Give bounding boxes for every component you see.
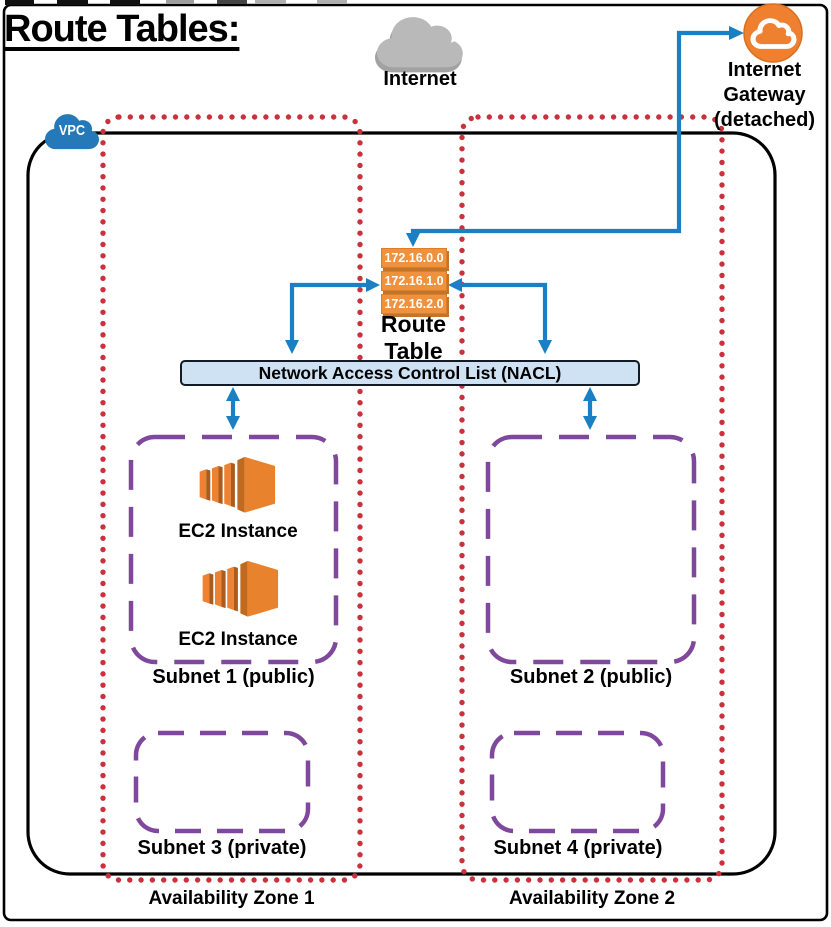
- internet-cloud-icon: [375, 17, 463, 73]
- arrow-nacl-subnet2: [583, 387, 597, 430]
- nacl-bar: Network Access Control List (NACL): [180, 360, 640, 386]
- top-clipped-tabs: [5, 0, 347, 5]
- arrowheads-nacl-routetable-right: [448, 278, 552, 354]
- subnet-2-label: Subnet 2 (public): [509, 666, 673, 688]
- subnet-3-label: Subnet 3 (private): [137, 837, 307, 859]
- subnet-4-box: [489, 730, 666, 834]
- vpc-badge: VPC: [58, 122, 86, 139]
- internet-gateway-label: Internet Gateway (detached): [698, 58, 831, 133]
- internet-gateway-label-line: Gateway: [723, 84, 806, 106]
- availability-zone-2-boundary: [459, 114, 725, 883]
- internet-label: Internet: [383, 68, 457, 90]
- subnet-3-box: [133, 730, 311, 834]
- ec2-instance-label: EC2 Instance: [178, 521, 298, 542]
- arrowheads-nacl-routetable-left: [285, 278, 380, 354]
- arrow-nacl-routetable-right: [460, 282, 548, 341]
- arrowheads-routetable-gateway: [406, 26, 744, 247]
- ec2-instance-label: EC2 Instance: [178, 629, 298, 650]
- subnet-4-label: Subnet 4 (private): [493, 837, 663, 859]
- route-table-entry: 172.16.1.0: [381, 271, 447, 291]
- subnet-1-box: [128, 434, 339, 665]
- availability-zone-2-label: Availability Zone 2: [508, 888, 676, 909]
- arrow-routetable-to-gateway: [410, 30, 731, 234]
- subnet-2-box: [485, 434, 697, 665]
- vpc-container-border: [26, 131, 777, 876]
- outer-frame: [2, 3, 829, 922]
- arrow-nacl-subnet1: [226, 387, 240, 430]
- internet-gateway-label-line: (detached): [713, 109, 816, 131]
- route-table-label: Route Table: [380, 311, 447, 364]
- availability-zone-1-boundary: [100, 114, 363, 883]
- route-table-entry: 172.16.0.0: [381, 248, 447, 268]
- internet-gateway-icon: [743, 3, 803, 63]
- page-title: Route Tables:: [4, 8, 240, 50]
- arrow-nacl-routetable-left: [289, 282, 368, 341]
- subnet-1-label: Subnet 1 (public): [152, 666, 315, 688]
- internet-gateway-label-line: Internet: [727, 59, 802, 81]
- availability-zone-1-label: Availability Zone 1: [148, 888, 315, 909]
- route-table-entry: 172.16.2.0: [381, 294, 447, 314]
